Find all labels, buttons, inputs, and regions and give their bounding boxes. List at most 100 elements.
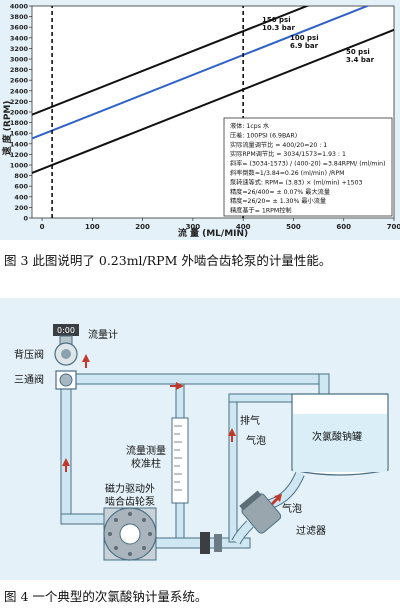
- pipes: [60, 373, 330, 549]
- label-tank: 次氯酸钠罐: [312, 430, 362, 443]
- y-tick-label: 600: [14, 183, 28, 191]
- y-tick-label: 400: [14, 193, 28, 201]
- y-axis-label: 速 度 (RPM): [1, 101, 13, 156]
- annotation-line: 实际流量调节比 = 400/20=20 : 1: [230, 141, 327, 149]
- y-tick-label: 2000: [10, 109, 29, 117]
- gear-pump-center: [119, 523, 141, 545]
- tank-liquid: [293, 414, 387, 472]
- figure-3-caption: 图 3 此图说明了 0.23ml/RPM 外啮合齿轮泵的计量性能。: [4, 253, 332, 268]
- annotation-line: 精度基于= 1RPM控制: [230, 207, 292, 215]
- y-tick-label: 1400: [10, 140, 29, 148]
- arrow-up-icon: [62, 458, 70, 472]
- label-gear-pump: 磁力驱动外啮合齿轮泵: [105, 482, 155, 508]
- series-label-line: 150 psi: [262, 16, 291, 24]
- label-vent: 排气: [240, 414, 260, 427]
- annotation-line: 精度=26/400= ± 0.07% 最大流量: [230, 188, 330, 196]
- annotation-text: 液体: 1cps 水压差: 100PSI (6.9BAR) 实际流量调节比 = 4…: [230, 122, 386, 215]
- y-tick-label: 0: [23, 215, 28, 223]
- series-label-line: 3.4 bar: [346, 56, 375, 64]
- y-tick-label: 4000: [10, 3, 29, 11]
- y-tick-label: 2800: [10, 66, 29, 74]
- label-backpressure-valve: 背压阀: [14, 348, 44, 361]
- y-tick-label: 2400: [10, 87, 29, 95]
- annotation-box: [223, 117, 393, 217]
- annotation-line: 泵转速等式: RPM= (3.83) × (ml/min) +1503: [230, 178, 363, 186]
- flowmeter-reading: 0:00: [57, 326, 75, 335]
- x-tick-label: 400: [236, 223, 251, 231]
- gear-pump-bolts: [108, 512, 152, 556]
- top-horizontal-pipe: [70, 373, 330, 385]
- label-three-way-valve: 三通阀: [14, 373, 44, 386]
- flow-arrows: [62, 354, 282, 505]
- series-label-line: 50 psi: [346, 48, 370, 56]
- filter-outlet-pipe-inner: [232, 521, 253, 544]
- y-tick-label: 200: [14, 204, 28, 212]
- series-label-line: 100 psi: [290, 34, 319, 42]
- arrow-diagonal-icon: [271, 494, 282, 505]
- y-tick-label: 1600: [10, 130, 29, 138]
- y-tick-label: 3800: [10, 13, 29, 21]
- x-tick-label: 700: [387, 223, 400, 231]
- figure-4-diagram: 0:00: [0, 298, 400, 580]
- annotation-line: 斜率= (3034-1573) / (400-20) =3.84RPM/ (ml…: [230, 160, 386, 168]
- rpm-flow-chart: 0200400600800100012001400160018002000220…: [1, 3, 400, 240]
- series-line-1: [32, 6, 370, 140]
- y-tick-label: 2600: [10, 77, 29, 85]
- filter: [239, 490, 282, 534]
- series-line-2: [32, 28, 394, 174]
- arrow-up-icon: [228, 428, 236, 442]
- y-tick-label: 2200: [10, 98, 29, 106]
- x-tick-label: 500: [286, 223, 301, 231]
- y-tick-label: 3200: [10, 45, 29, 53]
- x-tick-label: 0: [40, 223, 45, 231]
- y-tick-label: 3400: [10, 34, 29, 42]
- bottom-valve: [200, 532, 210, 554]
- x-axis: 0 100 200 300 400 500 600 700: [40, 218, 400, 231]
- label-bubble-filter: 气泡: [282, 502, 302, 515]
- x-tick-label: 100: [85, 223, 100, 231]
- three-way-valve-knob: [59, 373, 73, 387]
- series-label-line: 6.9 bar: [290, 42, 319, 50]
- figure-4-caption: 图 4 一个典型的次氯酸钠计量系统。: [4, 589, 208, 604]
- tank-feed-pipe: [318, 373, 330, 395]
- y-tick-label: 3000: [10, 56, 29, 64]
- label-flowmeter: 流量计: [88, 328, 118, 341]
- vent-top-pipe: [228, 393, 300, 403]
- annotation-line: 压差: 100PSI (6.9BAR): [230, 131, 297, 139]
- annotation-line: 斜率倒数=1/3.84=0.26 (ml/min) /RPM: [230, 169, 344, 177]
- y-tick-label: 1200: [10, 151, 29, 159]
- annotation-line: 精度=26/20= ± 1.30% 最小流量: [230, 197, 326, 205]
- x-tick-label: 300: [186, 223, 201, 231]
- flowmeter: 0:00: [53, 324, 79, 345]
- vent-pipe: [228, 397, 238, 543]
- x-tick-label: 600: [336, 223, 351, 231]
- y-tick-label: 800: [14, 172, 28, 180]
- calibration-column-marks: [174, 425, 182, 491]
- y-tick-label: 3600: [10, 24, 29, 32]
- annotation-line: 实际RPM调节比 = 3034/1573=1.93 : 1: [230, 150, 346, 158]
- flowmeter-display: [53, 324, 79, 336]
- filter-cap: [239, 490, 262, 511]
- metering-system-diagram: 0:00: [14, 324, 389, 561]
- label-bubble-top: 气泡: [246, 434, 266, 447]
- y-axis: 0200400600800100012001400160018002000220…: [10, 3, 32, 223]
- series-group: [32, 6, 394, 218]
- x-axis-label: 流 量 (ML/MIN): [178, 227, 248, 239]
- series-label-line: 10.3 bar: [262, 24, 295, 32]
- backpressure-valve-center: [61, 349, 71, 359]
- series-line-0: [32, 6, 310, 116]
- y-tick-label: 1000: [10, 162, 29, 170]
- bottom-fitting: [214, 534, 222, 552]
- annotation-line: 液体: 1cps 水: [230, 122, 270, 130]
- x-tick-label: 200: [135, 223, 150, 231]
- left-vertical-pipe: [60, 373, 72, 520]
- label-calibration-column: 流量测量校准柱: [126, 444, 166, 470]
- arrow-right-icon: [170, 382, 184, 390]
- arrow-up-icon: [82, 354, 90, 368]
- label-filter: 过滤器: [296, 524, 326, 537]
